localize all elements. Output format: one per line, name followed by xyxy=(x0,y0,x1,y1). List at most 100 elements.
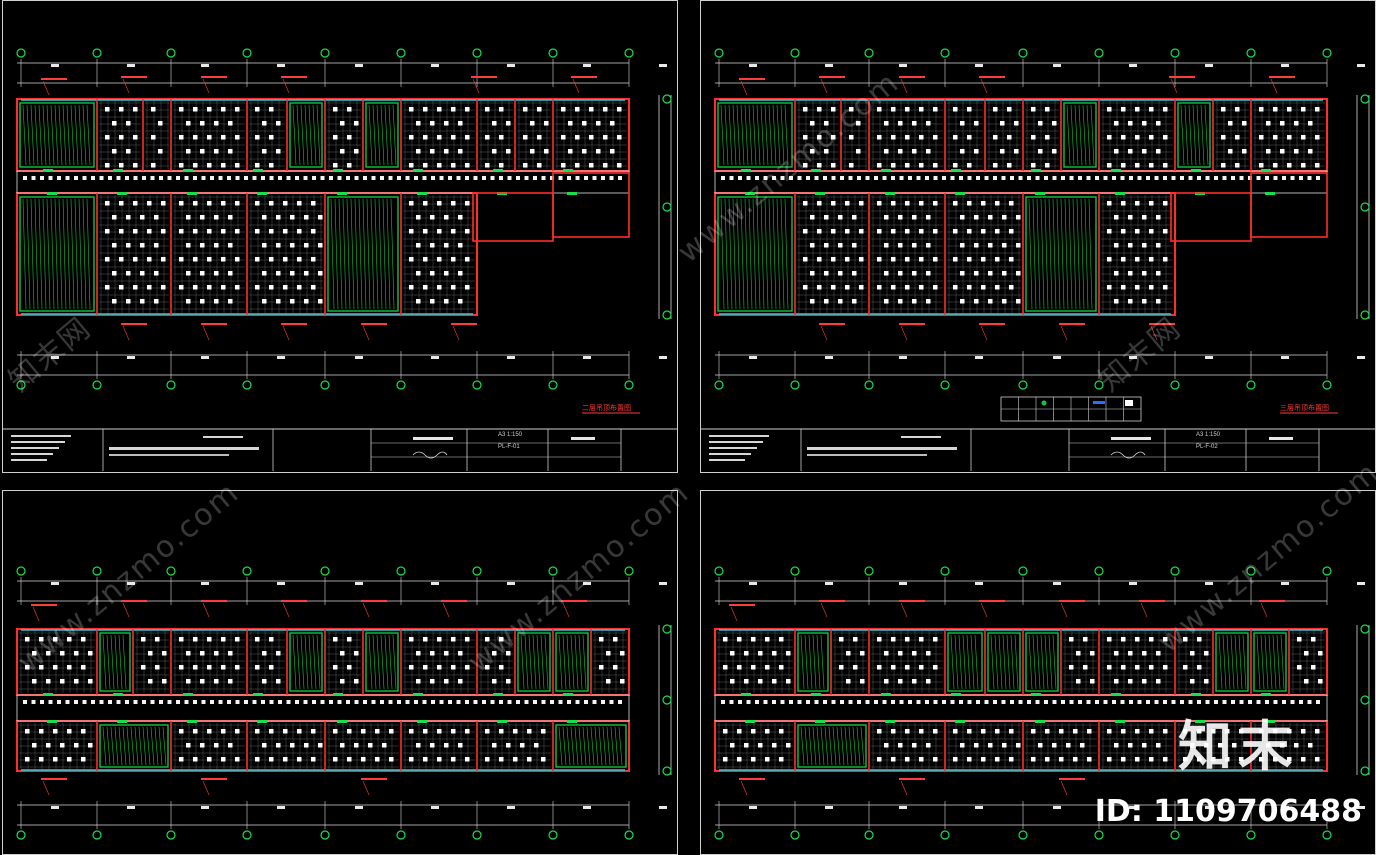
hatch-line xyxy=(1032,634,1037,690)
room-ceiling xyxy=(1025,101,1059,169)
ceiling-light xyxy=(423,757,428,762)
dimension-text xyxy=(825,64,833,67)
ceiling-light xyxy=(133,135,138,140)
hatch-line xyxy=(816,634,821,690)
ceiling-light xyxy=(105,285,110,290)
ceiling-light xyxy=(269,285,274,290)
leader-line xyxy=(202,325,210,341)
hatch-line xyxy=(974,634,979,690)
ceiling-light xyxy=(67,729,72,734)
room-ceiling xyxy=(145,101,169,169)
ceiling-light xyxy=(506,149,511,154)
ceiling-light xyxy=(845,229,850,234)
ceiling-light xyxy=(485,163,490,168)
ceiling-light xyxy=(465,257,470,262)
axis-bubble xyxy=(1322,566,1332,576)
ceiling-light xyxy=(859,229,864,234)
ceiling-light xyxy=(817,135,822,140)
ceiling-light xyxy=(283,729,288,734)
hatch-line xyxy=(334,198,339,310)
axis-bubble xyxy=(242,380,252,390)
ceiling-light xyxy=(1146,700,1150,704)
ceiling-light xyxy=(119,163,124,168)
ceiling-light xyxy=(347,665,352,670)
viewport-bottom-right[interactable] xyxy=(700,490,1376,855)
ceiling-light xyxy=(1014,121,1019,126)
hatch-line xyxy=(520,634,525,690)
hatch-line xyxy=(610,726,615,766)
door xyxy=(187,192,197,195)
ceiling-light xyxy=(244,700,248,704)
ceiling-light xyxy=(193,665,198,670)
room-ceiling xyxy=(365,102,399,168)
ceiling-light xyxy=(1235,163,1240,168)
door xyxy=(117,720,127,723)
ceiling-light xyxy=(848,176,853,180)
leader-label xyxy=(31,604,57,606)
ceiling-light xyxy=(1211,757,1216,762)
axis-bubble xyxy=(548,380,558,390)
hatch-line xyxy=(292,104,297,166)
ceiling-light xyxy=(133,285,138,290)
ceiling-light xyxy=(380,700,384,704)
ceiling-light xyxy=(255,665,260,670)
ceiling-light xyxy=(458,121,463,126)
ceiling-light xyxy=(601,176,605,180)
leader-line xyxy=(282,78,290,94)
hatch-line xyxy=(146,726,151,766)
ceiling-light xyxy=(1128,215,1133,220)
ceiling-light xyxy=(772,651,777,656)
ceiling-light xyxy=(839,665,844,670)
ceiling-light xyxy=(255,729,260,734)
room-ceiling xyxy=(99,724,169,768)
ceiling-light xyxy=(993,163,998,168)
ceiling-light xyxy=(405,700,410,704)
ceiling-light xyxy=(1095,700,1099,704)
hatch-line xyxy=(998,634,1003,690)
leader-label xyxy=(979,323,1005,325)
ceiling-light xyxy=(297,285,302,290)
hatch-line xyxy=(372,104,377,166)
ceiling-light xyxy=(354,121,359,126)
axis-bubble xyxy=(1094,830,1104,840)
ceiling-light xyxy=(852,271,857,276)
room-ceiling xyxy=(871,631,943,693)
ceiling-light xyxy=(262,215,267,220)
ceiling-light xyxy=(926,299,931,304)
hatch-line xyxy=(1068,198,1073,310)
ceiling-light xyxy=(167,700,172,704)
ceiling-light xyxy=(340,743,345,748)
ceiling-light xyxy=(874,176,878,180)
ceiling-light xyxy=(375,729,380,734)
ceiling-light xyxy=(221,729,226,734)
ceiling-light xyxy=(877,729,882,734)
ceiling-light xyxy=(437,729,442,734)
ceiling-light xyxy=(276,271,281,276)
axis-bubble xyxy=(714,48,724,58)
axis-bubble xyxy=(16,48,26,58)
hatch-line xyxy=(346,198,351,310)
ceiling-light xyxy=(1297,665,1302,670)
viewport-top-right[interactable] xyxy=(700,0,1376,473)
titleblock-company xyxy=(807,454,927,456)
ceiling-light xyxy=(1135,163,1140,168)
ceiling-light xyxy=(797,176,802,180)
ceiling-light xyxy=(125,176,129,180)
ceiling-light xyxy=(1183,757,1188,762)
ceiling-light xyxy=(99,700,104,704)
axis-bubble xyxy=(1322,830,1332,840)
ceiling-light xyxy=(575,163,580,168)
ceiling-light xyxy=(40,176,44,180)
ceiling-light xyxy=(346,700,350,704)
hatch-line xyxy=(106,726,111,766)
ceiling-light xyxy=(159,176,163,180)
ceiling-light xyxy=(839,637,844,642)
viewport-bottom-left[interactable] xyxy=(2,490,678,855)
viewport-top-left[interactable] xyxy=(2,0,678,473)
ceiling-light xyxy=(905,757,910,762)
ceiling-light xyxy=(877,107,882,112)
ceiling-light xyxy=(340,651,345,656)
leader-label xyxy=(1139,600,1165,602)
room-ceiling xyxy=(1063,102,1097,168)
room-ceiling xyxy=(797,195,867,313)
